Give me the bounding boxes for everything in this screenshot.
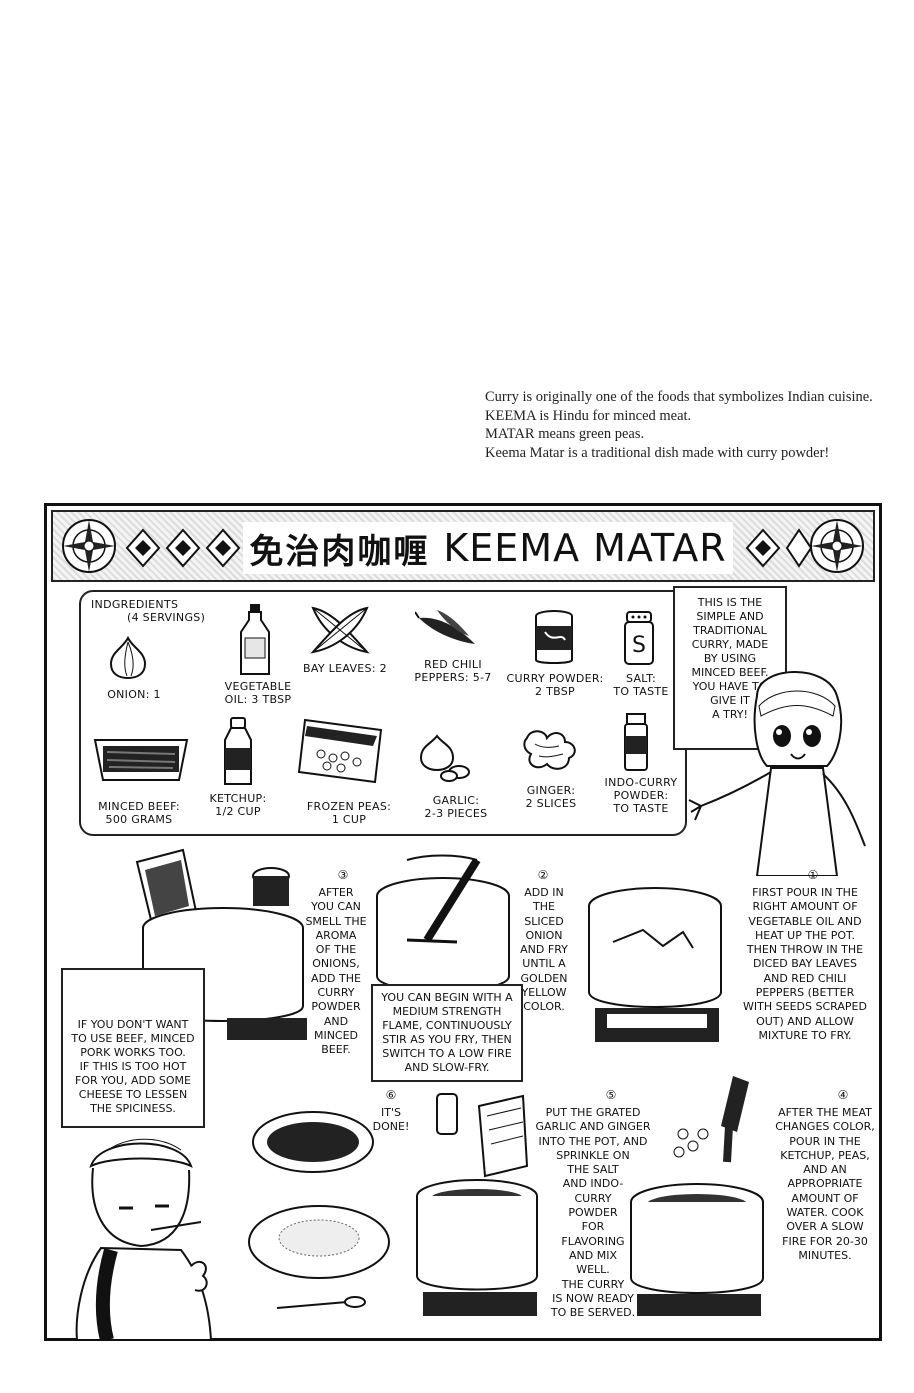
onion-label: ONION: 1 [107,688,161,701]
ingredients-header: INDGREDIENTS (4 SERVINGS) [91,598,206,624]
intro-line: MATAR means green peas. [485,426,645,442]
chili-label: RED CHILI PEPPERS: 5-7 [414,658,492,684]
ketchup-bottle-icon [224,717,252,785]
salt-shaker-icon: S [624,611,654,665]
frozen-peas-label: FROZEN PEAS: 1 CUP [306,800,392,826]
intro-text: Curry is originally one of the foods tha… [485,388,910,462]
spice-jar-icon [624,713,648,771]
girl-character-icon [688,671,866,876]
ginger-label: GINGER: 2 SLICES [525,784,577,810]
step-6-number: ⑥ [385,1088,397,1102]
diamond-pattern-icon [125,528,241,568]
minced-beef-tray-icon [93,739,189,781]
step-3-number: ③ [337,868,349,882]
svg-text:S: S [632,633,646,658]
intro-line: Keema Matar is a traditional dish made w… [485,444,830,461]
title-cjk: 免治肉咖喱 [249,531,430,572]
step-2-number: ② [537,868,549,882]
ketchup-label: KETCHUP: 1/2 CUP [209,792,267,818]
step-1-number: ① [807,868,819,882]
pot-step-5-icon [416,1093,538,1316]
curry-rice-plates-icon [248,1111,390,1309]
pot-step-4-icon [630,1076,764,1316]
garlic-label: GARLIC: 2-3 PIECES [424,794,488,820]
ingredients-box: INDGREDIENTS (4 SERVINGS) ONION: 1 VEGET… [79,590,687,836]
ginger-icon [523,730,576,770]
title-english: KEEMA MATAR [443,526,727,570]
frozen-peas-bag-icon [297,718,383,784]
salt-label: SALT: TO TASTE [613,672,669,698]
recipe-title: 免治肉咖喱 KEEMA MATAR [243,522,733,574]
onion-icon [109,635,147,680]
chili-icon [415,610,475,644]
pot-step-1-icon [588,887,722,1042]
curry-can-icon [535,610,573,664]
step-4-number: ④ [837,1088,849,1102]
intro-line: KEEMA is Hindu for minced meat. [485,407,692,424]
bay-leaves-icon [310,606,370,654]
oil-bottle-icon [240,604,270,675]
minced-beef-label: MINCED BEEF: 500 GRAMS [98,800,180,826]
recipe-panel: 免治肉咖喱 KEEMA MATAR INDGREDIENTS (4 SERVIN… [44,503,882,1341]
curry-powder-label: CURRY POWDER: 2 TBSP [506,672,604,698]
boy-character-icon [75,1138,213,1340]
garlic-icon [419,734,470,782]
bay-leaves-label: BAY LEAVES: 2 [303,662,387,675]
ornament-icon [62,519,116,573]
step-5-number: ⑤ [605,1088,617,1102]
indo-curry-label: INDO-CURRY POWDER: TO TASTE [604,776,678,815]
pot-step-2-icon [376,854,510,992]
ornament-icon [810,519,864,573]
diamond-pattern-icon [745,528,813,568]
intro-line: Curry is originally one of the foods tha… [485,389,873,405]
oil-label: VEGETABLE OIL: 3 TBSP [224,680,292,706]
title-banner: 免治肉咖喱 KEEMA MATAR [51,510,875,582]
